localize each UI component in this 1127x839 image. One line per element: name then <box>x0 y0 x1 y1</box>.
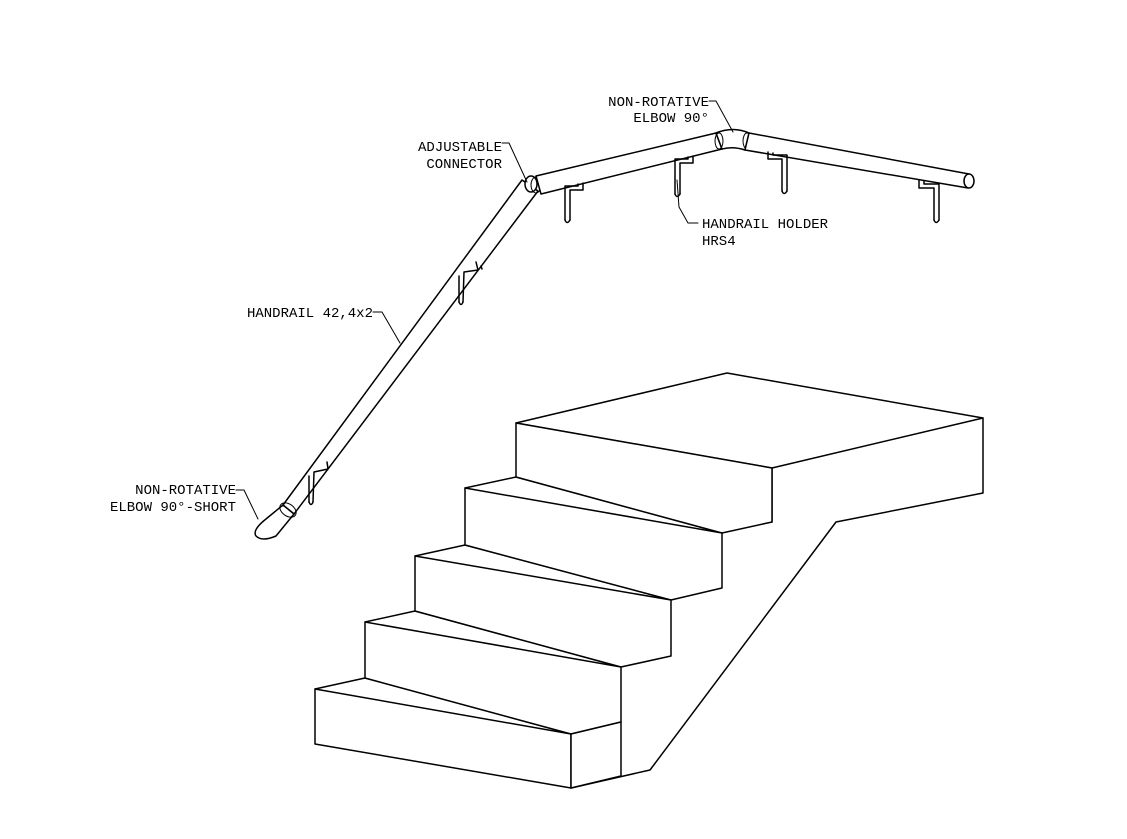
step-3-riser <box>464 487 723 601</box>
handrail <box>254 128 975 540</box>
label-holder-line2: HRS4 <box>702 234 736 250</box>
holder-4 <box>918 179 940 224</box>
step-bottom-side <box>570 721 622 789</box>
labels: NON-ROTATIVE ELBOW 90° ADJUSTABLE CONNEC… <box>110 95 829 516</box>
handrail-upper-tube <box>535 132 723 195</box>
label-elbow-short-line1: NON-ROTATIVE <box>135 483 236 499</box>
leader-holder <box>676 179 699 224</box>
staircase <box>314 372 984 789</box>
label-elbow-90-line1: NON-ROTATIVE <box>608 95 709 111</box>
leader-connector <box>501 142 528 183</box>
label-handrail: HANDRAIL 42,4x2 <box>247 306 373 322</box>
holder-6 <box>308 461 329 506</box>
holder-5 <box>458 261 483 306</box>
label-holder-line1: HANDRAIL HOLDER <box>702 217 829 233</box>
handrail-right-tube <box>744 132 970 189</box>
elbow-short-joint <box>279 502 297 518</box>
holder-3 <box>767 151 788 195</box>
label-elbow-short-line2: ELBOW 90°-SHORT <box>110 500 236 516</box>
leader-elbow-90 <box>708 100 734 133</box>
label-elbow-90-line2: ELBOW 90° <box>633 111 709 127</box>
label-connector-line2: CONNECTOR <box>426 157 502 173</box>
handrail-holders <box>308 151 940 506</box>
landing-side <box>570 417 984 789</box>
label-connector-line1: ADJUSTABLE <box>418 140 502 156</box>
step-4-riser <box>515 422 773 534</box>
leader-handrail <box>372 311 401 344</box>
handrail-inclined-tube <box>282 179 539 515</box>
leader-elbow-short <box>235 489 259 520</box>
elbow-short <box>254 504 295 540</box>
leaders <box>235 100 734 520</box>
handrail-end-cap <box>963 173 975 189</box>
step-2-riser <box>414 555 672 668</box>
elbow-90-joint-left <box>714 132 724 150</box>
holder-2 <box>674 155 694 198</box>
holder-1 <box>564 182 584 224</box>
